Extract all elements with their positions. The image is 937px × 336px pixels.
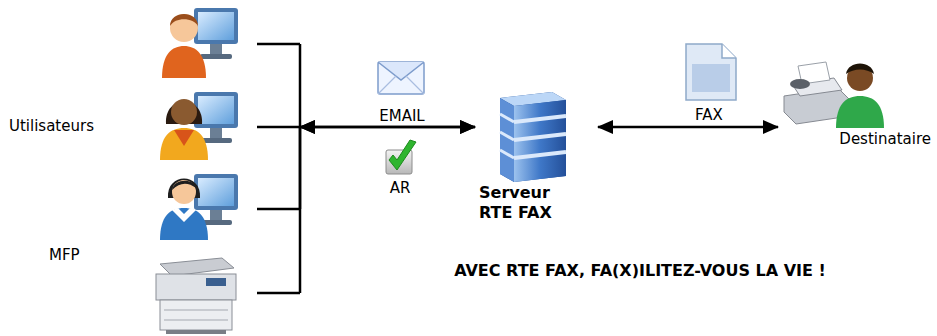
server-icon xyxy=(500,92,566,182)
fax-recipient-icon xyxy=(784,62,884,128)
edge-label: FAX xyxy=(693,106,725,124)
user-group: Utilisateurs xyxy=(5,0,257,244)
edge-label: AR xyxy=(388,179,413,197)
arrow-line xyxy=(300,126,475,129)
email-icon xyxy=(378,62,424,94)
server-box: Serveur RTE FAX xyxy=(475,85,598,225)
node-label: MFP xyxy=(49,246,80,266)
mfp-device: MFP xyxy=(5,246,257,336)
recipient-box: Destinataire xyxy=(778,50,934,158)
user-icon xyxy=(162,8,238,78)
user-icon xyxy=(160,174,238,240)
connector xyxy=(257,44,475,209)
bracket-line xyxy=(257,44,300,209)
connector xyxy=(598,127,778,128)
acknowledgement-icon xyxy=(386,140,416,174)
document-icon xyxy=(686,44,736,100)
arrow-line xyxy=(300,126,475,129)
node-label: Destinataire xyxy=(839,130,931,150)
printer-icon xyxy=(156,258,236,334)
user-icon xyxy=(160,92,238,160)
connector xyxy=(257,127,475,293)
node-label: Serveur RTE FAX xyxy=(479,183,574,223)
arrow-line xyxy=(598,126,778,129)
slogan-text: AVEC RTE FAX, FA(X)ILITEZ-VOUS LA VIE ! xyxy=(454,261,826,280)
edge-label: EMAIL xyxy=(377,107,426,125)
node-label: Utilisateurs xyxy=(9,117,94,137)
bracket-line xyxy=(257,127,300,293)
